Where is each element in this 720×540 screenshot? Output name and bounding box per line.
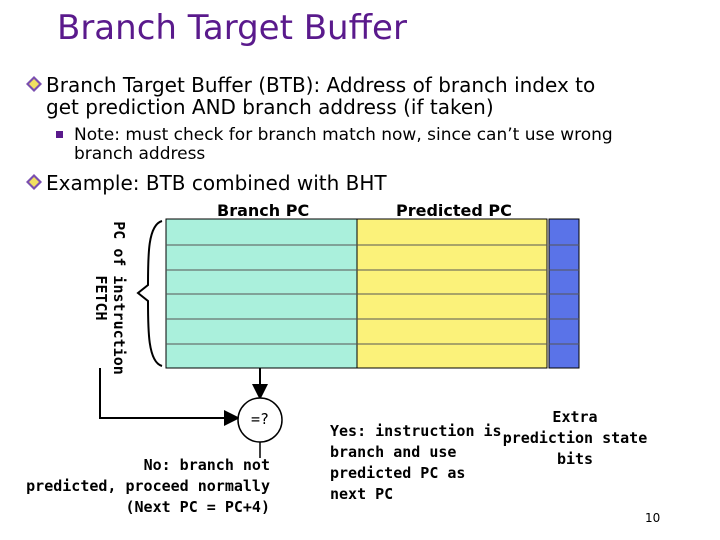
- branch-pc-header: Branch PC: [217, 201, 310, 220]
- extra-state-callout: Extra prediction state bits: [502, 408, 648, 468]
- comparator-label: =?: [250, 410, 270, 428]
- page-number: 10: [645, 511, 661, 525]
- diamond-bullet-icon: [26, 76, 42, 92]
- predicted-pc-header: Predicted PC: [396, 201, 512, 220]
- table-row-lines: [166, 244, 579, 345]
- no-prediction-callout: No: branch not predicted, proceed normal…: [26, 456, 270, 516]
- bullet-1-line-2: get prediction AND branch address (if ta…: [46, 95, 494, 119]
- yes-prediction-callout: Yes: instruction is branch and use predi…: [330, 422, 502, 503]
- diamond-bullet-icon: [26, 174, 42, 190]
- index-bracket: [136, 220, 163, 367]
- sub-bullet-line-2: branch address: [74, 144, 206, 164]
- sub-bullet-line-1: Note: must check for branch match now, s…: [74, 125, 613, 145]
- page-title: Branch Target Buffer: [57, 8, 407, 48]
- fetch-pc-label: PC of instruction FETCH: [92, 221, 128, 375]
- square-bullet-icon: [56, 131, 63, 138]
- bullet-1-line-1: Branch Target Buffer (BTB): Address of b…: [46, 73, 596, 97]
- fetch-pc-arrow: [99, 368, 240, 426]
- bullet-2-line-1: Example: BTB combined with BHT: [46, 171, 387, 195]
